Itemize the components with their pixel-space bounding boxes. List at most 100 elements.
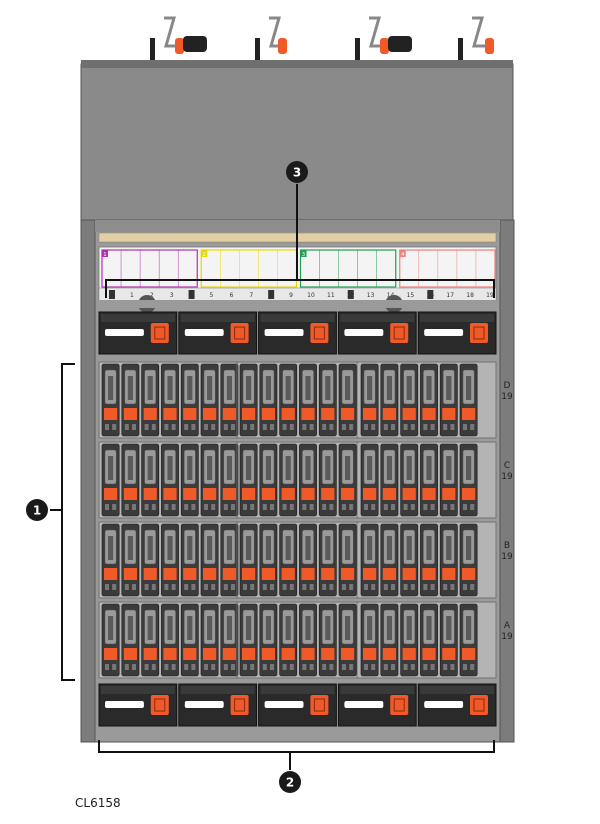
drive-latch [422,648,436,660]
drive-latch [402,488,416,500]
drive-latch [203,568,217,580]
zone-marker-label: 3 [302,252,305,258]
drive-led [164,504,169,510]
drive-handle-slot [285,376,291,400]
module-latch-detail [234,326,246,340]
drive-led [309,584,314,590]
module-label [105,329,144,336]
drive-led [250,584,255,590]
slot-number-strip [98,287,497,302]
drive-handle-slot [147,616,153,640]
drive-latch [261,648,275,660]
drive-handle-slot [466,456,472,480]
callout-1-badge [26,499,48,521]
top-latches [150,16,494,66]
drive-handle-slot [285,456,291,480]
drive-latch [163,648,177,660]
drive-led [184,424,189,430]
drive-led [383,424,388,430]
drive-handle-slot [147,456,153,480]
latch-post [458,38,463,66]
slot-marker [268,290,275,299]
drive-led [470,584,475,590]
drive-handle-slot [367,456,373,480]
drive-latch [143,488,157,500]
module-latch-detail [473,698,485,712]
drive-led [204,664,208,670]
drive-latch [301,648,315,660]
drive-latch [123,488,137,500]
slot-number: 19 [486,292,494,299]
drive-led [430,504,435,510]
drive-led [364,664,368,670]
module-latch [150,695,169,715]
drive-led [270,664,274,670]
drive-led [302,504,307,510]
drive-led [423,424,428,430]
drive-led [322,424,327,430]
drive-handle-slot [406,616,412,640]
module-label [424,701,464,708]
drive-led [450,664,455,670]
module-top-lip [420,314,494,322]
drive-led [430,584,435,590]
module-top-lip [340,686,415,694]
drive-led [231,584,235,590]
row-letter: C [504,461,510,471]
drive-led [391,504,395,510]
drive-handle-slot [187,616,193,640]
row-count: 19 [501,552,513,562]
drive-handle-slot [207,456,213,480]
drive-led [470,504,475,510]
drive-latch [104,568,118,580]
drive-latch [402,408,416,420]
drive-handle-slot [187,376,193,400]
drive-latch [442,408,456,420]
drive-led [171,424,176,430]
drive-handle-slot [406,376,412,400]
drive-led [184,504,189,510]
drive-handle-slot [305,376,311,400]
drive-latch [363,488,377,500]
drive-handle-slot [367,616,373,640]
drive-latch [281,568,295,580]
drive-handle-slot [325,536,331,560]
drive-latch [402,568,416,580]
drive-handle-slot [265,456,271,480]
drive-handle-slot [127,616,133,640]
module-top-lip [260,314,335,322]
drive-handle-slot [226,456,232,480]
drive-led [289,424,294,430]
drive-led [383,584,388,590]
callout-2-label: 2 [286,776,294,790]
drive-latch [301,568,315,580]
drive-latch [422,408,436,420]
slot-number: 9 [289,292,293,299]
drive-led [151,504,156,510]
drive-led [403,664,408,670]
drive-latch [363,648,377,660]
drive-led [450,504,455,510]
drive-latch [183,568,197,580]
drive-handle-slot [305,536,311,560]
drive-led [124,584,129,590]
drive-led [132,504,136,510]
drive-latch [104,648,118,660]
slot-number: 1 [130,292,134,299]
drive-led [124,424,129,430]
callout-3-label: 3 [293,166,301,180]
drive-led [450,584,455,590]
drive-rows [98,361,497,679]
drive-led [211,504,216,510]
slot-number: 13 [367,292,375,299]
callout-2-bracket [98,740,495,770]
drive-handle-slot [446,616,452,640]
drive-latch [442,488,456,500]
drive-latch [321,648,335,660]
drive-led [463,424,467,430]
slot-number: 8 [269,292,273,299]
module-latch [230,323,249,343]
left-rail [80,219,96,743]
zone-box [399,249,496,288]
